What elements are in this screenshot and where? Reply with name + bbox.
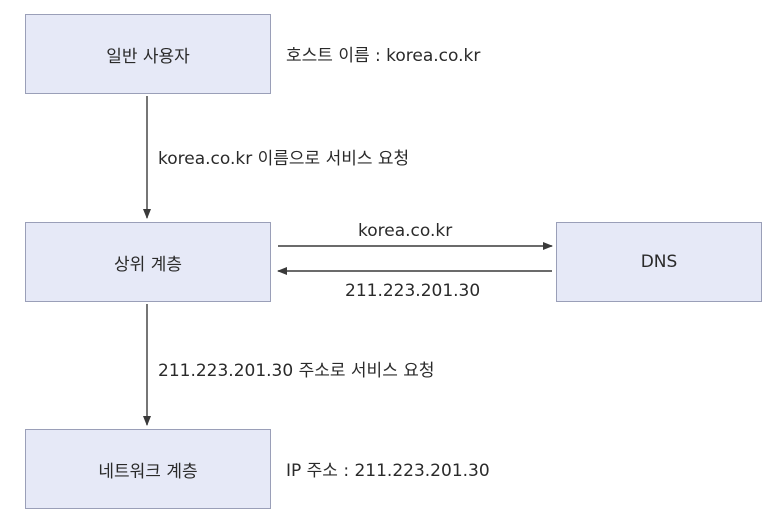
user-box: 일반 사용자 (25, 14, 271, 94)
dns-response-label: 211.223.201.30 (345, 281, 481, 301)
upper-layer-box-label: 상위 계층 (114, 254, 182, 275)
user-box-label: 일반 사용자 (106, 46, 190, 67)
dns-box: DNS (556, 222, 762, 302)
request-by-address-label: 211.223.201.30 주소로 서비스 요청 (158, 361, 435, 381)
dns-box-label: DNS (640, 252, 678, 272)
host-name-label: 호스트 이름 : korea.co.kr (286, 46, 481, 66)
ip-address-label: IP 주소 : 211.223.201.30 (286, 461, 490, 481)
request-by-name-label: korea.co.kr 이름으로 서비스 요청 (158, 149, 410, 169)
network-layer-box-label: 네트워크 계층 (98, 461, 198, 482)
network-layer-box: 네트워크 계층 (25, 429, 271, 509)
upper-layer-box: 상위 계층 (25, 222, 271, 302)
dns-query-label: korea.co.kr (358, 221, 453, 241)
